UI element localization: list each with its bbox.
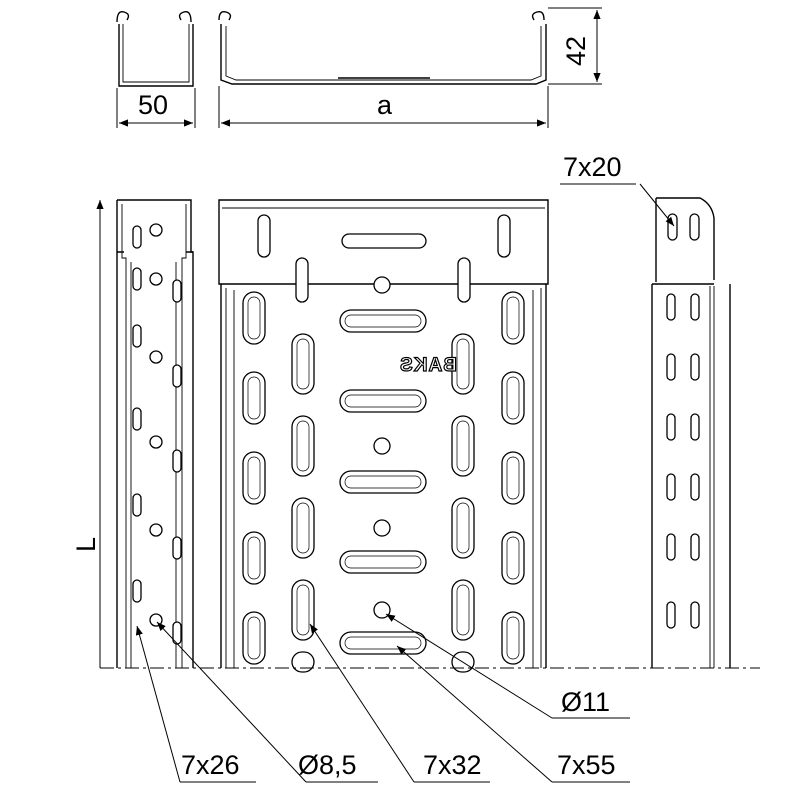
coupler-slots — [257, 214, 511, 303]
callout-slot-side: 7x26 — [181, 750, 240, 780]
dimension-tray-width: a — [218, 86, 549, 128]
callout-leaders — [135, 183, 675, 783]
callout-hole-small: Ø8,5 — [298, 750, 357, 780]
callout-hole-large: Ø11 — [561, 687, 610, 717]
side-cross-section — [116, 11, 194, 87]
callout-slot-long: 7x55 — [557, 750, 616, 780]
brand-stamp: BAKS — [399, 355, 457, 376]
end-slots — [666, 213, 700, 629]
dimension-label-a: a — [377, 90, 393, 120]
tray-cross-section — [218, 10, 547, 85]
callout-slot-medium: 7x32 — [423, 750, 482, 780]
dimension-height: 42 — [548, 7, 602, 85]
inner-vertical-slots — [291, 333, 475, 673]
end-view — [651, 197, 731, 668]
side-slots — [132, 225, 182, 645]
long-slots — [339, 309, 427, 655]
outer-vertical-slots — [242, 291, 525, 665]
dimension-label-l: L — [71, 537, 101, 552]
callout-end-slot: 7x20 — [563, 152, 622, 182]
central-holes — [373, 276, 391, 619]
dimension-label-42: 42 — [561, 36, 591, 66]
tray-top-view: BAKS — [218, 199, 549, 673]
side-holes — [149, 223, 163, 627]
dimension-length: L — [71, 200, 104, 668]
side-view — [116, 199, 194, 668]
dimension-side-width: 50 — [116, 88, 196, 128]
dimension-label-50: 50 — [138, 90, 168, 120]
